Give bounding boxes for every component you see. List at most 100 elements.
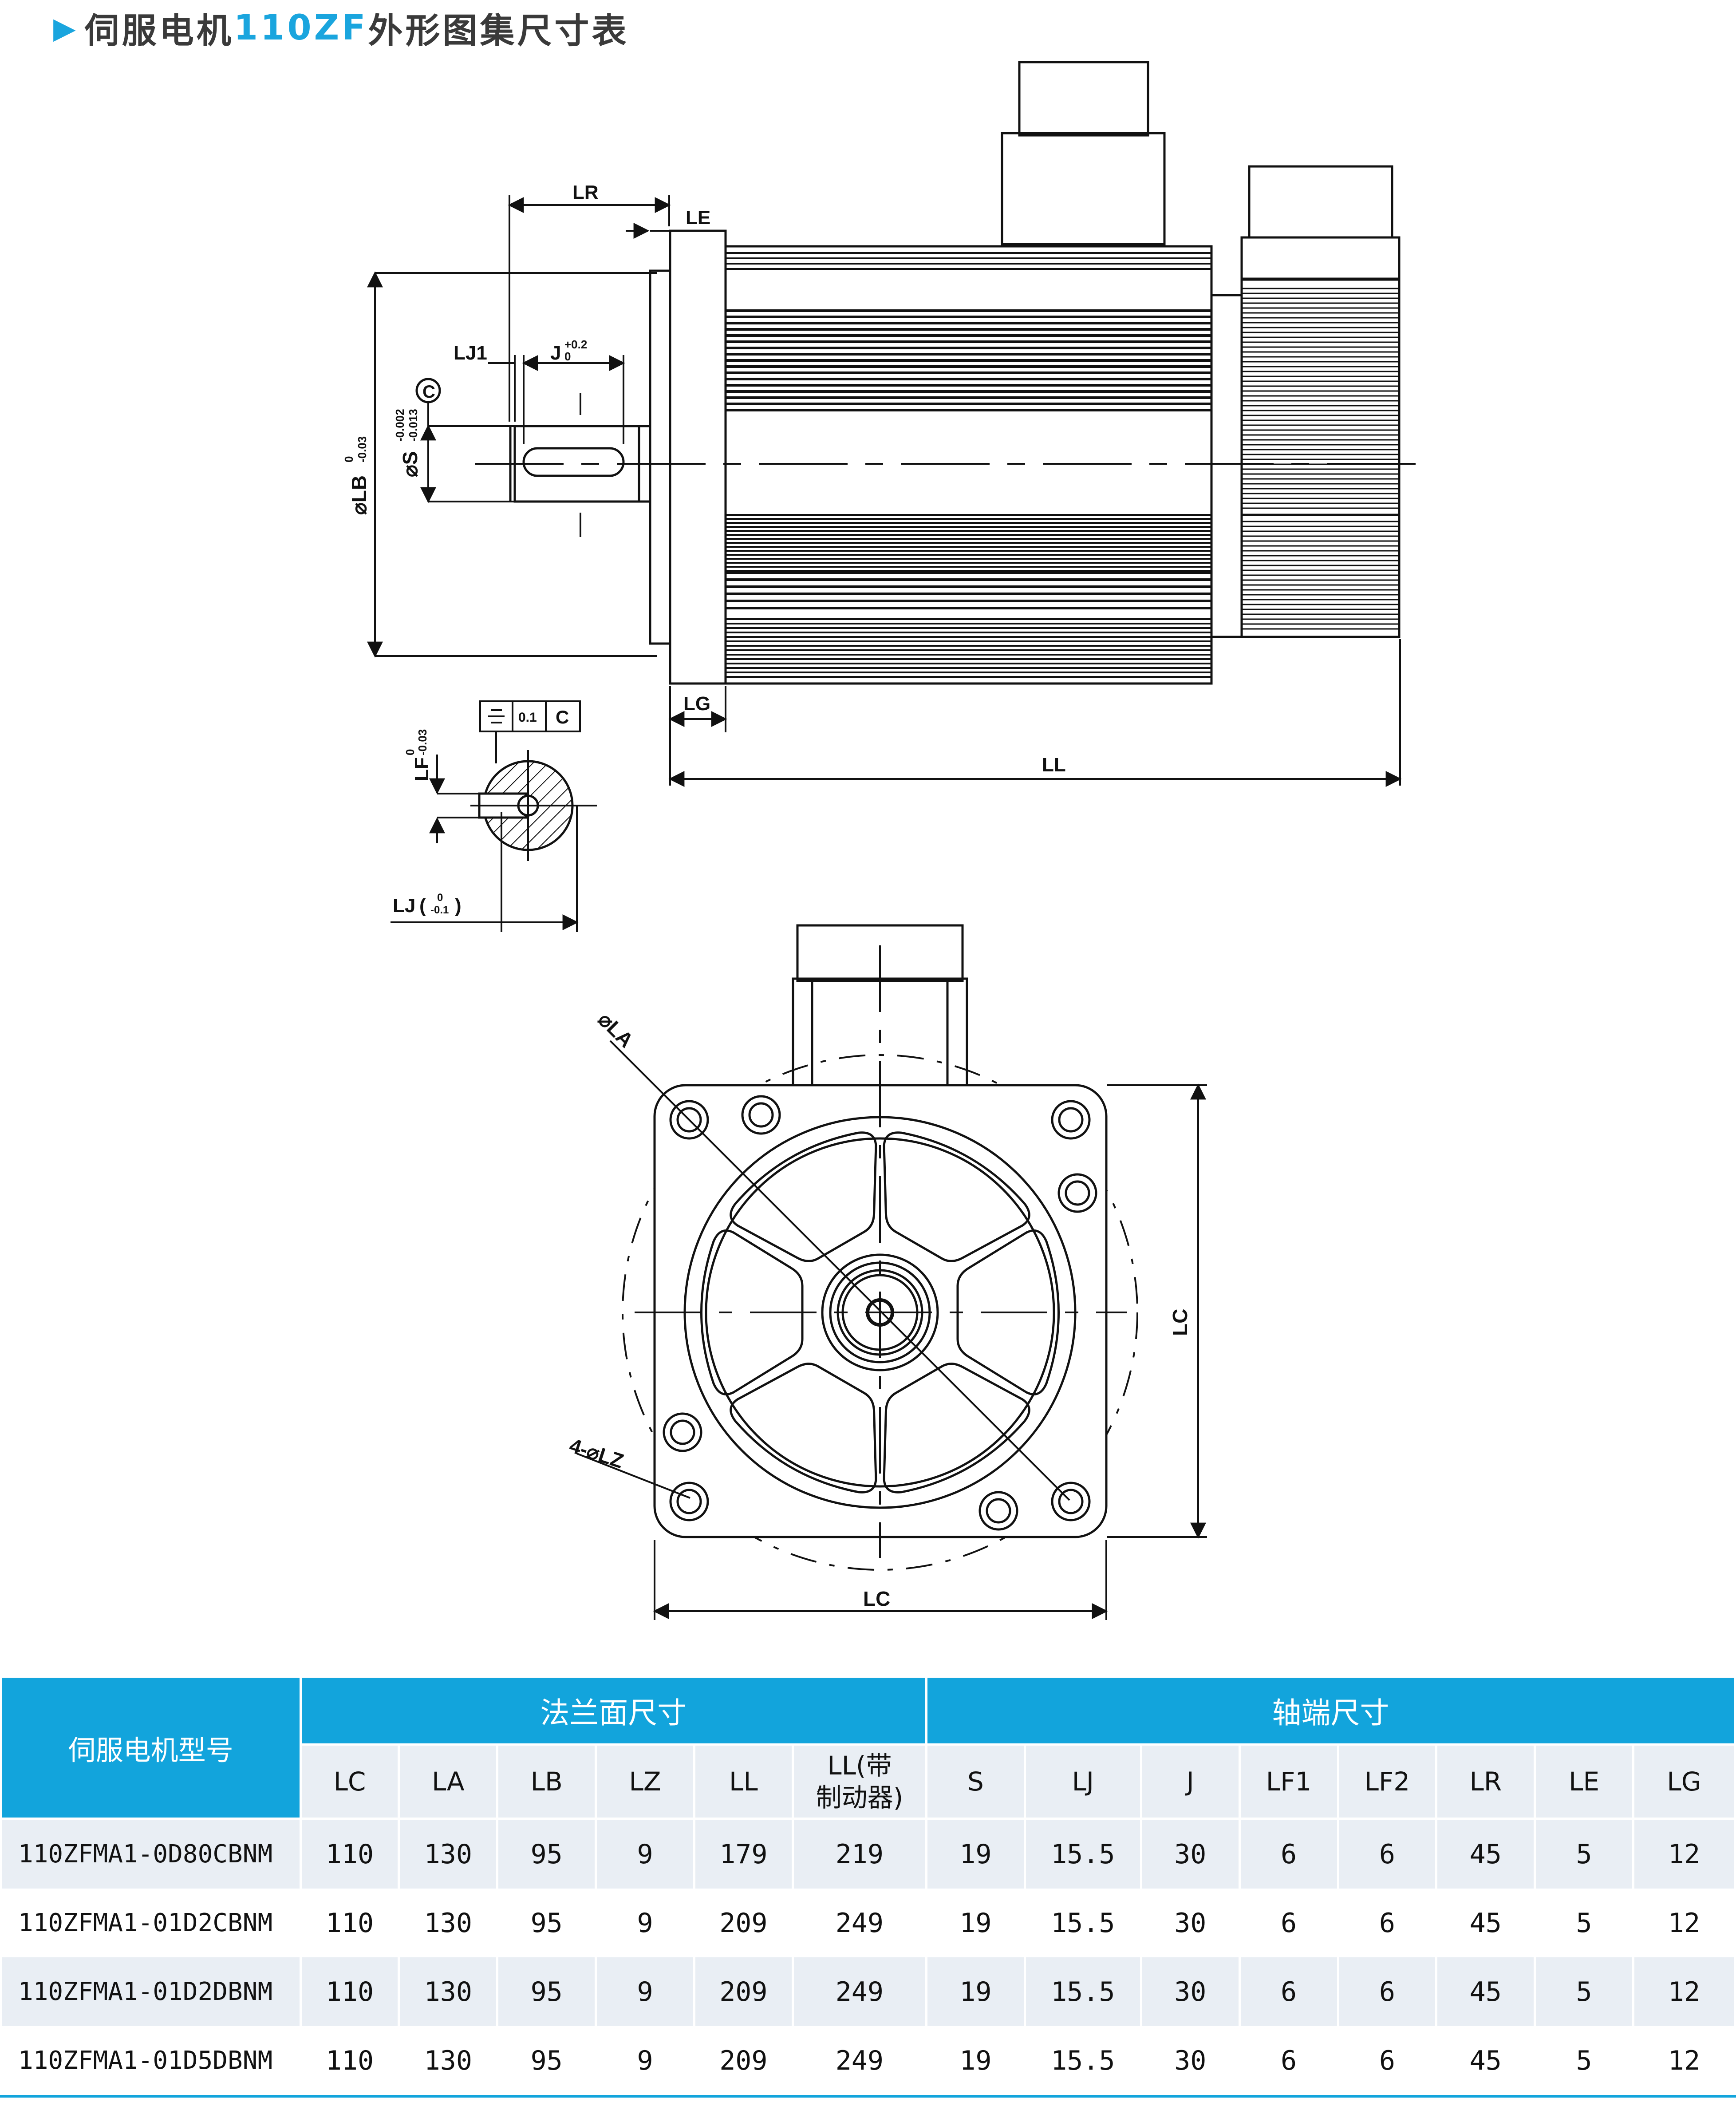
value-cell: 5	[1534, 1889, 1635, 1957]
value-cell: 12	[1632, 1889, 1736, 1957]
dimension-table: 伺服电机型号 法兰面尺寸 轴端尺寸 LC LA LB LZ LL LL(带 制动…	[0, 1675, 1736, 2098]
mounting-holes	[663, 1095, 1097, 1531]
value-cell: 15.5	[1023, 1957, 1142, 2026]
col-lc: LC	[299, 1743, 400, 1820]
value-cell: 9	[595, 2026, 695, 2098]
dim-lc-side: LC	[1168, 1309, 1192, 1336]
value-cell: 5	[1534, 1957, 1635, 2026]
page-title: ▶ 伺服电机 110ZF 外形图集尺寸表	[53, 4, 629, 52]
dim-j: J	[550, 342, 561, 364]
value-cell: 45	[1435, 1818, 1536, 1889]
dim-j-tol-upper: +0.2	[564, 338, 587, 351]
value-cell: 15.5	[1023, 1818, 1142, 1889]
dim-lj1: LJ1	[454, 342, 487, 364]
dim-s-tol-lower: -0.013	[406, 409, 420, 442]
value-cell: 6	[1337, 1889, 1438, 1957]
encoder-housing	[1240, 236, 1401, 638]
power-connector-top	[1018, 61, 1149, 137]
cooling-fins	[726, 252, 1399, 678]
value-cell: 45	[1435, 1889, 1536, 1957]
encoder-neck	[1210, 294, 1243, 638]
symmetry-datum: C	[556, 707, 569, 727]
value-cell: 6	[1238, 1889, 1339, 1957]
dim-lz: 4-⌀LZ	[567, 1434, 627, 1473]
col-le: LE	[1534, 1743, 1635, 1820]
encoder-connector-base	[1240, 236, 1401, 281]
value-cell: 130	[398, 1818, 499, 1889]
value-cell: 9	[595, 1957, 695, 2026]
value-cell: 95	[496, 1957, 597, 2026]
power-connector-base	[1001, 132, 1166, 245]
col-ll-brake: LL(带 制动器)	[791, 1743, 927, 1820]
title-prefix: 伺服电机	[84, 11, 234, 51]
col-lf1: LF1	[1238, 1743, 1339, 1820]
value-cell: 179	[693, 1818, 794, 1889]
value-cell: 110	[299, 1889, 400, 1957]
value-cell: 30	[1140, 1889, 1241, 1957]
value-cell: 130	[398, 1889, 499, 1957]
value-cell: 95	[496, 1818, 597, 1889]
svg-text:): )	[455, 895, 462, 917]
dim-la: ⌀LA	[594, 1008, 638, 1052]
col-lb: LB	[496, 1743, 597, 1820]
dim-lj-section: LJ	[393, 895, 415, 917]
dim-lc-bottom: LC	[863, 1587, 890, 1610]
dim-lb-tol-lower: -0.03	[355, 436, 369, 462]
value-cell: 19	[925, 1818, 1026, 1889]
value-cell: 5	[1534, 2026, 1635, 2098]
value-cell: 30	[1140, 2026, 1241, 2098]
symmetry-value: 0.1	[518, 710, 537, 725]
spoke-windows	[700, 1131, 1060, 1494]
value-cell: 15.5	[1023, 2026, 1142, 2098]
col-lf2: LF2	[1337, 1743, 1438, 1820]
value-cell: 6	[1238, 2026, 1339, 2098]
value-cell: 6	[1337, 1818, 1438, 1889]
value-cell: 110	[299, 2026, 400, 2098]
dim-lr: LR	[572, 182, 599, 203]
dim-lg: LG	[683, 693, 710, 715]
col-ll-brake-line1: LL(带	[827, 1750, 892, 1781]
motor-outline-drawing: LR LE LJ1 J +0.2 0 C ⌀LB 0 -0.03 ⌀S -0.0…	[342, 61, 1429, 1620]
value-cell: 249	[791, 1889, 927, 1957]
value-cell: 9	[595, 1818, 695, 1889]
dim-lb-tol-upper: 0	[342, 456, 355, 462]
dim-lf: LF	[411, 757, 433, 781]
value-cell: 110	[299, 1957, 400, 2026]
datum-c-label: C	[422, 382, 435, 402]
value-cell: 95	[496, 1889, 597, 1957]
col-lj: LJ	[1023, 1743, 1142, 1820]
value-cell: 95	[496, 2026, 597, 2098]
encoder-connector	[1248, 165, 1393, 239]
value-cell: 12	[1632, 2026, 1736, 2098]
value-cell: 45	[1435, 2026, 1536, 2098]
value-cell: 15.5	[1023, 1889, 1142, 1957]
shaft-keyway	[522, 447, 625, 477]
flange-step	[649, 269, 671, 645]
value-cell: 6	[1337, 2026, 1438, 2098]
value-cell: 12	[1632, 1818, 1736, 1889]
dim-lf-tol-upper: 0	[403, 749, 417, 755]
value-cell: 219	[791, 1818, 927, 1889]
value-cell: 110	[299, 1818, 400, 1889]
model-cell: 110ZFMA1-01D5DBNM	[0, 2026, 302, 2098]
dim-s-tol-upper: -0.002	[393, 409, 406, 442]
value-cell: 12	[1632, 1957, 1736, 2026]
col-ll-brake-line2: 制动器)	[816, 1782, 904, 1813]
dim-j-tol-lower: 0	[564, 350, 571, 363]
col-s: S	[925, 1743, 1026, 1820]
col-lg: LG	[1632, 1743, 1736, 1820]
value-cell: 30	[1140, 1818, 1241, 1889]
value-cell: 30	[1140, 1957, 1241, 2026]
title-suffix: 外形图集尺寸表	[368, 11, 629, 51]
value-cell: 249	[791, 2026, 927, 2098]
dim-le: LE	[686, 207, 710, 229]
dim-ll: LL	[1042, 754, 1066, 776]
bolt-circle	[622, 1054, 1138, 1571]
value-cell: 45	[1435, 1957, 1536, 2026]
value-cell: 19	[925, 2026, 1026, 2098]
title-model: 110ZF	[233, 8, 368, 48]
